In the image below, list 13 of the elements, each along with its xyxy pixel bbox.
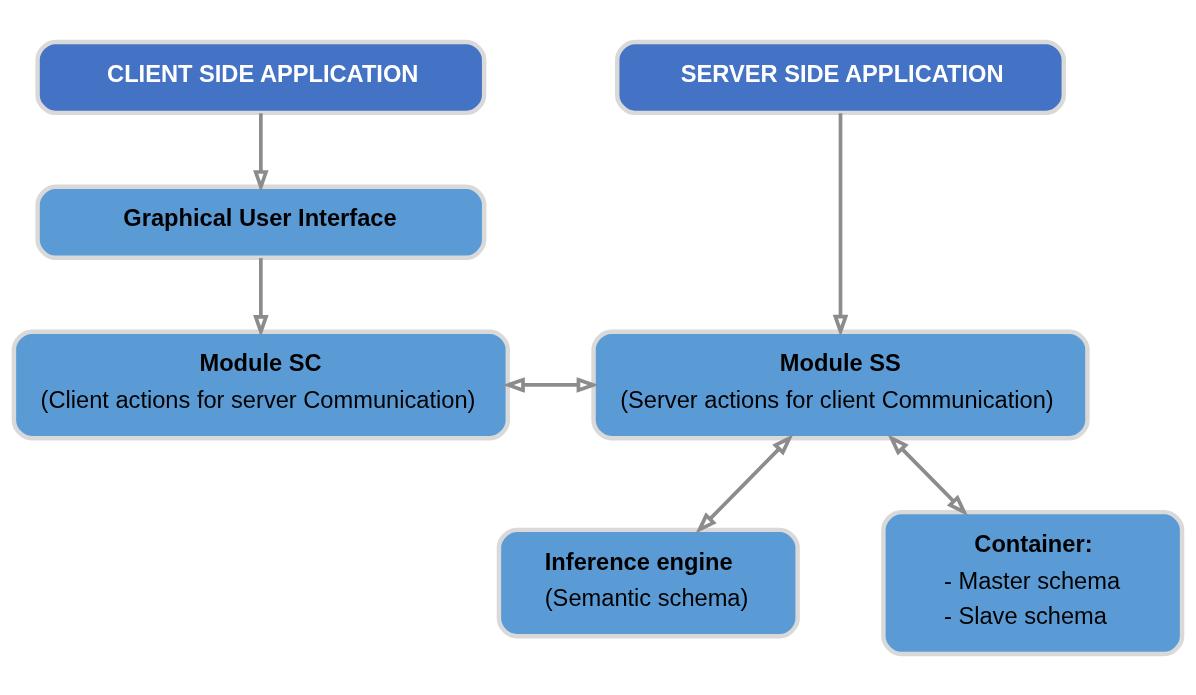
arrow xyxy=(253,112,269,192)
arrow xyxy=(695,433,794,534)
node-box: Inference engine (Semantic schema) xyxy=(496,527,800,639)
node-box: SERVER SIDE APPLICATION xyxy=(615,39,1066,115)
node-box: Module SS (Server actions for client Communication) xyxy=(591,329,1090,440)
arrow xyxy=(832,112,849,337)
node-box: Container: - Master schema - Slave schema xyxy=(881,509,1185,656)
node-box: Graphical User Interface xyxy=(35,184,487,260)
arrow xyxy=(887,433,969,516)
node-box: Module SC (Client actions for server Communication) xyxy=(11,329,511,440)
arrow xyxy=(502,376,599,393)
arrow xyxy=(253,257,269,337)
node-box: CLIENT SIDE APPLICATION xyxy=(35,39,487,115)
